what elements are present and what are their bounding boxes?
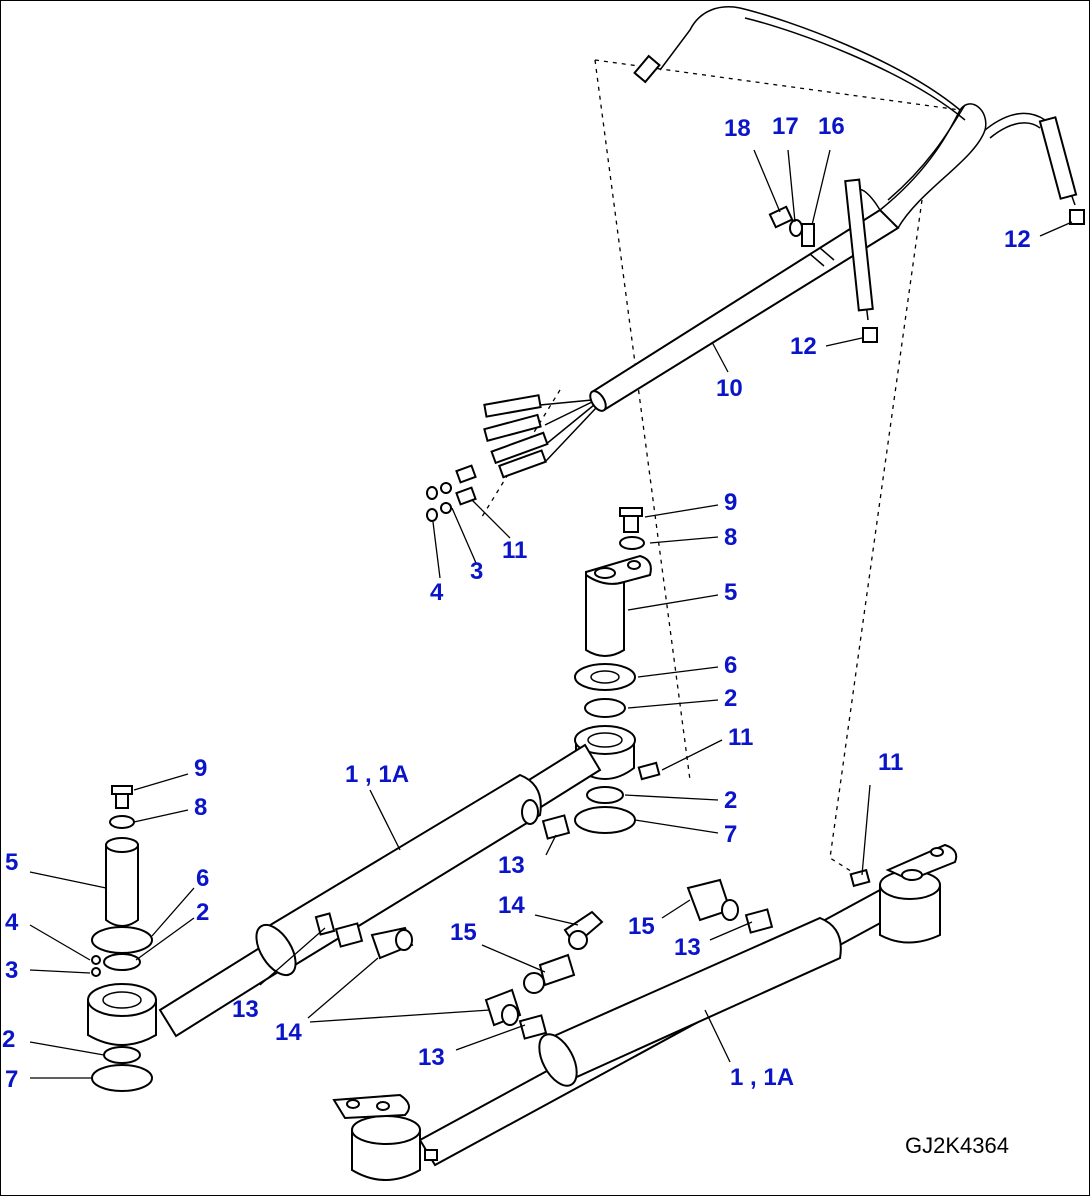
callout-5-left: 5 [5,849,18,876]
center-pivot-boss [574,725,661,834]
callout-6-left: 6 [196,865,209,892]
callout-labels: 18 17 16 12 12 10 9 8 5 6 2 11 2 7 11 3 … [2,113,1031,1093]
callout-1-1a-left: 1 , 1A [345,761,409,788]
callout-18: 18 [724,115,751,142]
callout-10: 10 [716,375,743,402]
callout-6-center: 6 [724,652,737,679]
callout-2-center-lower: 2 [724,787,737,814]
callout-9-left: 9 [194,755,207,782]
callout-2-center-upper: 2 [724,685,737,712]
callout-11-right: 11 [878,749,903,776]
callout-11-center: 11 [728,724,753,751]
callout-15-right: 15 [628,913,655,940]
callout-14-upper: 14 [498,892,525,919]
callout-16: 16 [818,113,845,140]
callout-4-left: 4 [5,909,19,936]
leader-lines [29,149,1073,1079]
callout-4-upper: 4 [430,579,444,606]
callout-8-left: 8 [194,794,207,821]
left-pin-stack [87,785,157,1092]
right-cylinder-rear-boss [332,1093,438,1181]
callout-5-center: 5 [724,579,737,606]
callout-14-lower: 14 [275,1019,302,1046]
callout-11-upper: 11 [502,537,527,564]
callout-12-middle: 12 [790,333,817,360]
callout-1-1a-right: 1 , 1A [730,1064,794,1091]
callout-13-lower: 13 [418,1044,445,1071]
callout-15-left: 15 [450,919,477,946]
callout-12-right: 12 [1004,226,1031,253]
callout-2-left-lower: 2 [2,1026,15,1053]
callout-3-upper: 3 [470,558,483,585]
callout-9-center: 9 [724,489,737,516]
callout-7-center: 7 [724,821,737,848]
drawing-code: GJ2K4364 [905,1133,1009,1158]
fittings [314,878,774,1040]
callout-17: 17 [772,113,799,140]
alignment-lines [479,59,961,879]
callout-7-left: 7 [5,1066,18,1093]
right-cylinder [418,843,958,1167]
hose-assembly [426,6,1085,522]
callout-3-left: 3 [5,957,18,984]
callout-13-left: 13 [232,996,259,1023]
callout-2-left-upper: 2 [196,899,209,926]
callout-13-upper: 13 [498,852,525,879]
callout-13-right: 13 [674,934,701,961]
center-pin-stack [574,507,652,718]
callout-8-center: 8 [724,524,737,551]
